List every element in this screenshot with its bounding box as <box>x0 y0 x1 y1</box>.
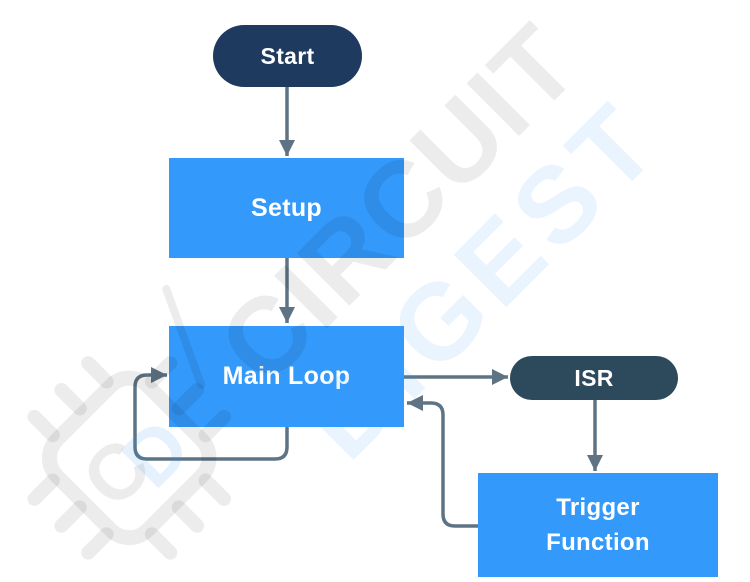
edge-main-loop-self-loop <box>133 366 289 461</box>
node-isr: ISR <box>510 356 678 400</box>
edge-trigger-function-to-main-loop <box>407 394 478 528</box>
node-main-loop: Main Loop <box>169 326 404 427</box>
node-isr-label: ISR <box>574 364 614 391</box>
node-start-label: Start <box>260 42 315 69</box>
node-trigger-function-label-line1: Trigger <box>556 494 640 521</box>
node-trigger-function: Trigger Function <box>478 473 718 577</box>
node-setup: Setup <box>169 158 404 258</box>
node-trigger-function-label-line2: Function <box>546 529 650 556</box>
node-setup-label: Setup <box>251 193 322 222</box>
node-main-loop-label: Main Loop <box>222 362 351 390</box>
node-start: Start <box>213 25 362 87</box>
